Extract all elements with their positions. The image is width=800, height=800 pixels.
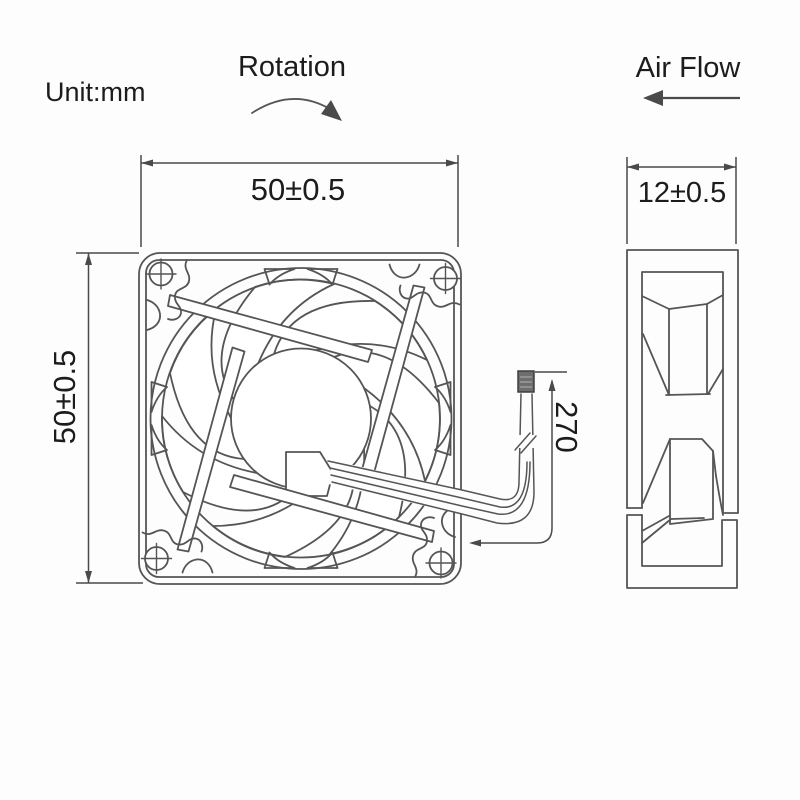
side-frame-inner <box>641 271 724 514</box>
fan-front-view <box>138 252 542 585</box>
fan-ring-inner <box>161 278 441 559</box>
wire-bundle <box>327 370 542 525</box>
airflow-label: Air Flow <box>636 52 742 84</box>
wire-mask <box>327 399 542 524</box>
wire-connector-pins <box>520 376 532 388</box>
arrowhead <box>548 379 556 391</box>
corner-mount <box>388 262 462 308</box>
unit-note-label: Unit:mm <box>45 77 146 107</box>
rotation-arrowhead <box>321 100 342 121</box>
mounting-hole-cross <box>425 547 457 579</box>
fan-strut <box>176 346 246 553</box>
fan-ring-outer <box>149 267 453 570</box>
frame-web-pair <box>434 381 452 456</box>
corner-gusset <box>141 529 204 553</box>
wire-line <box>329 461 528 508</box>
arrowhead <box>446 159 458 167</box>
dimension-text: 270 <box>549 401 584 453</box>
rotation-label: Rotation <box>238 51 346 83</box>
dimension-text: 12±0.5 <box>638 177 727 209</box>
dimension-front-width: 50±0.5 <box>140 155 459 247</box>
side-blade-profile-top <box>641 294 724 396</box>
side-frame-wall-ends <box>626 507 739 514</box>
corner-gusset <box>388 263 421 279</box>
arrowhead <box>469 539 481 547</box>
dimension-wire-length: 270 <box>469 371 584 547</box>
wire-line <box>331 393 535 525</box>
extension-line <box>76 252 143 584</box>
corner-mount <box>145 258 191 331</box>
side-bottom-flange <box>626 514 738 589</box>
dimension-side-depth: 12±0.5 <box>626 157 737 244</box>
corner-mount <box>140 529 214 575</box>
side-blade-profile-bottom <box>642 438 724 525</box>
corner-gusset <box>181 558 214 574</box>
wire-line <box>327 393 522 501</box>
arrowhead <box>85 253 92 265</box>
fan-frame-inner <box>145 259 455 578</box>
corner-gusset <box>411 516 435 578</box>
frame-web-pair <box>150 381 168 456</box>
extension-line <box>626 157 737 244</box>
mounting-hole-cross <box>140 542 173 575</box>
corner-gusset <box>398 284 461 308</box>
frame-web-pair <box>263 268 339 286</box>
mounting-hole-cross <box>429 262 462 295</box>
corner-gusset <box>167 259 191 321</box>
side-wire-lines <box>641 515 705 544</box>
dimension-line <box>473 381 553 544</box>
frame-web-pair <box>263 551 339 569</box>
airflow-arrow-icon <box>643 90 740 106</box>
airflow-arrowhead <box>643 90 663 106</box>
wire-break <box>514 432 537 454</box>
wire-line <box>330 461 531 515</box>
arrowhead <box>141 159 153 167</box>
dimension-front-height: 50±0.5 <box>47 252 143 584</box>
arrowhead <box>627 163 639 171</box>
arrowhead <box>85 571 92 583</box>
fan-strut <box>167 294 373 363</box>
extension-line <box>140 155 459 247</box>
corner-gusset <box>146 299 161 331</box>
fan-strut <box>229 474 435 543</box>
mounting-hole-cross <box>145 258 177 290</box>
rotation-arrow-icon <box>251 98 342 121</box>
frame-webs <box>150 268 452 569</box>
side-frame-outer <box>626 249 739 514</box>
fan-side-view <box>626 249 739 589</box>
arrowhead <box>724 163 736 171</box>
corner-mount <box>411 506 457 579</box>
dimension-text: 50±0.5 <box>251 172 346 207</box>
fan-frame-outer <box>138 252 462 585</box>
dimension-text: 50±0.5 <box>47 350 82 445</box>
rotation-arc <box>251 98 331 114</box>
